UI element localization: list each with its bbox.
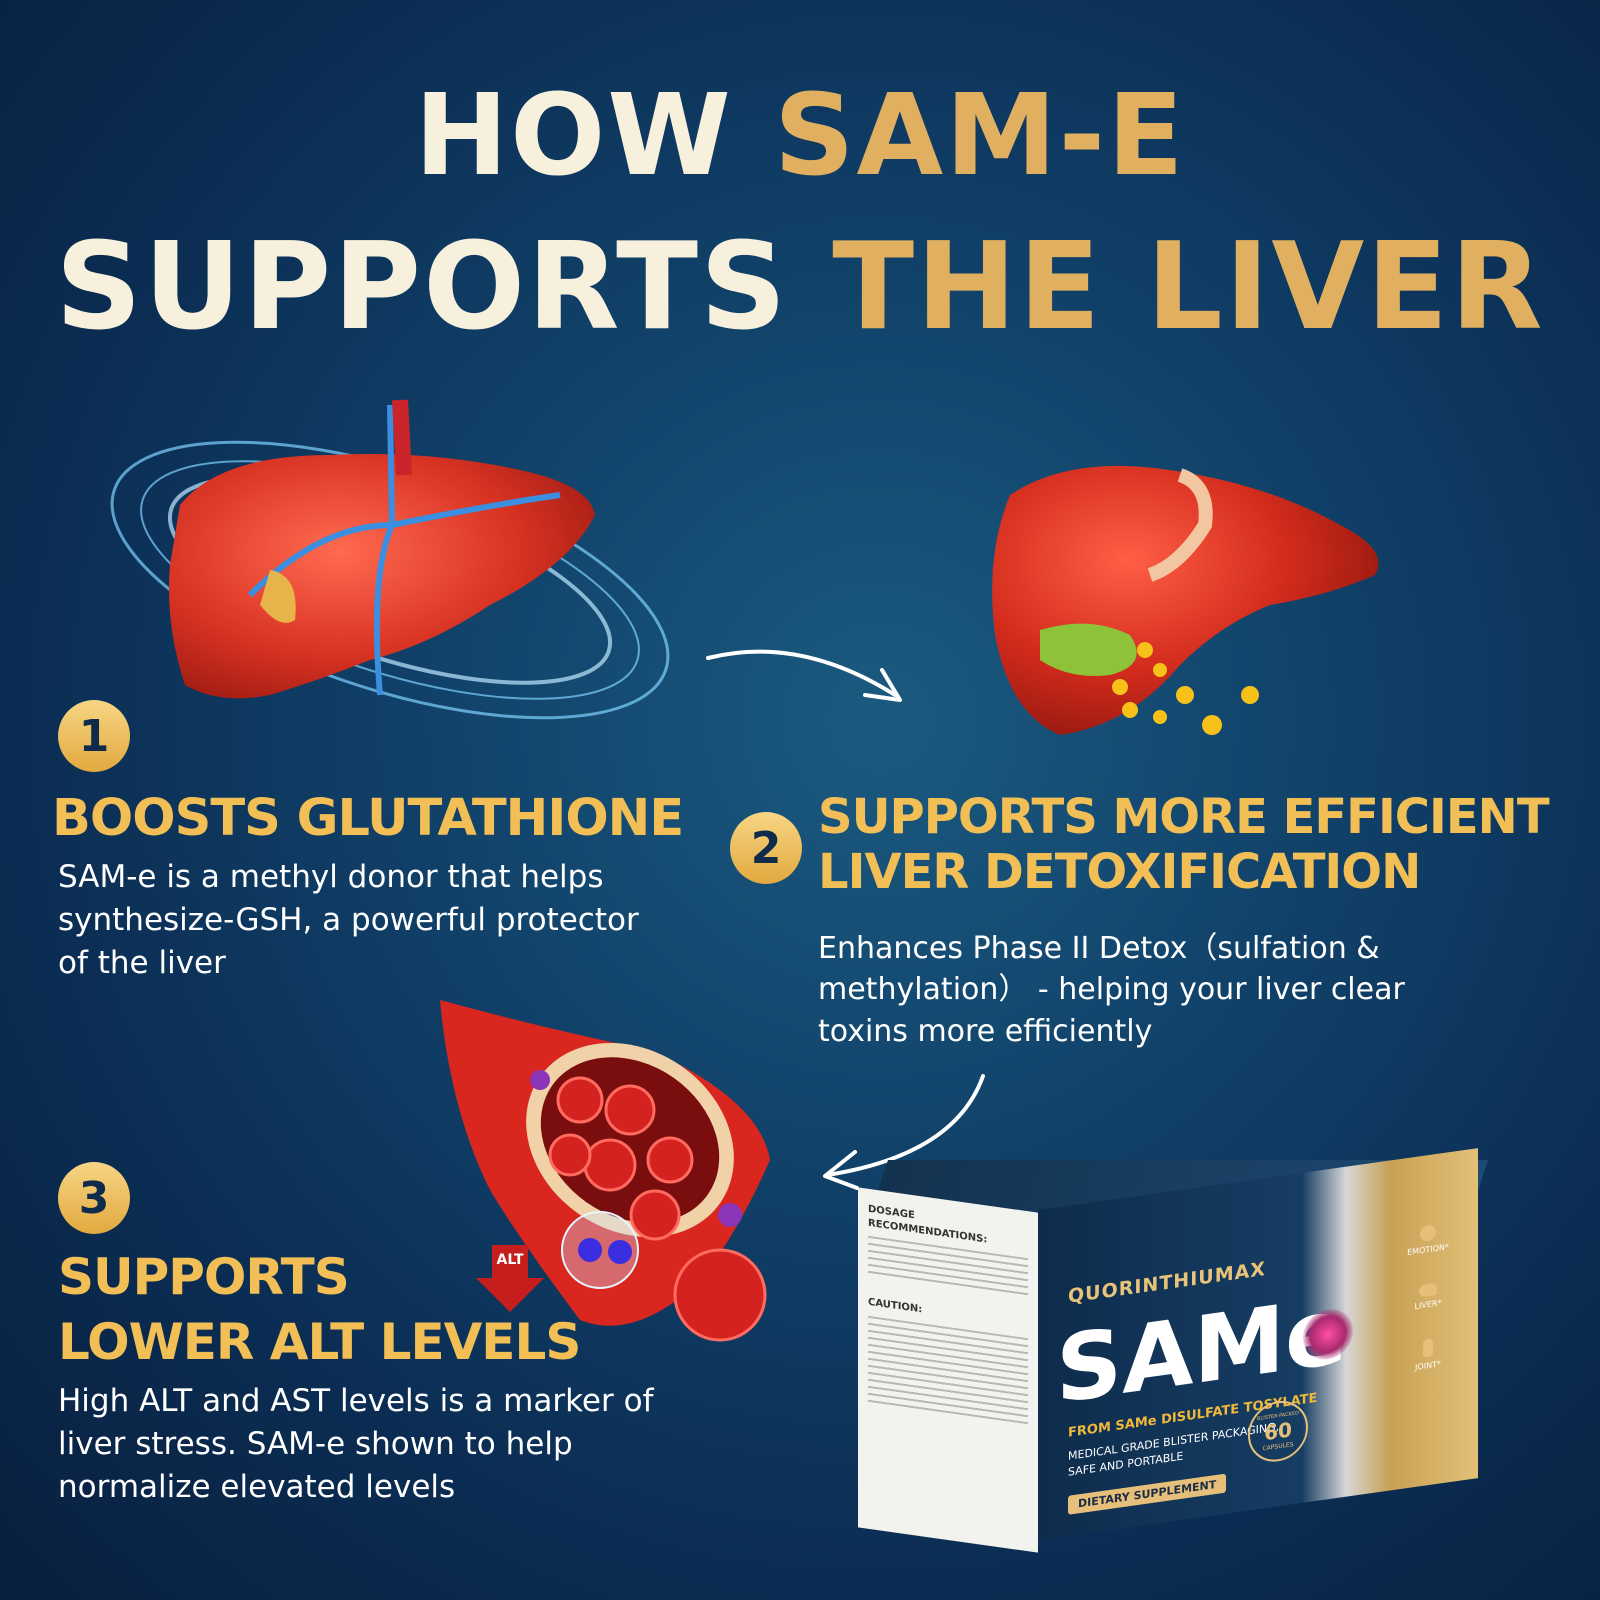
- benefit-1-heading: BOOSTS GLUTATHIONE: [52, 789, 684, 848]
- page-title-line-2: SUPPORTS THE LIVER: [0, 228, 1600, 348]
- blood-vessel-illustration: [440, 1000, 770, 1342]
- liver-glow-illustration: [110, 399, 670, 720]
- product-box-front: QUORINTHIUMAX SAMe FROM SAMe DISULFATE T…: [1038, 1148, 1478, 1540]
- benefit-3-number-badge: 3: [58, 1162, 130, 1234]
- product-side-icons: EMOTION* LIVER* JOINT*: [1393, 1220, 1463, 1375]
- flow-arrow-1: [706, 649, 902, 702]
- emotion-label: EMOTION*: [1407, 1242, 1449, 1258]
- flow-arrow-2: [823, 1074, 985, 1190]
- benefit-2-text: Enhances Phase II Detox（sulfation & meth…: [818, 931, 1405, 1049]
- benefit-3-heading-line-2: LOWER ALT LEVELS: [58, 1313, 581, 1371]
- dietary-supplement-badge: DIETARY SUPPLEMENT: [1068, 1473, 1227, 1515]
- title-word-the-liver: THE LIVER: [832, 218, 1545, 357]
- benefit-2-heading-line-2: LIVER DETOXIFICATION: [818, 844, 1421, 901]
- title-word-same: SAM-E: [773, 71, 1186, 201]
- product-box: DOSAGE RECOMMENDATIONS: CAUTION: QUORINT…: [850, 1148, 1490, 1553]
- benefit-2-heading: SUPPORTS MORE EFFICIENT LIVER DETOXIFICA…: [818, 789, 1550, 901]
- title-word-supports: SUPPORTS: [55, 218, 789, 357]
- liver-icon: [1419, 1282, 1437, 1298]
- benefit-3-heading-line-1: SUPPORTS: [58, 1248, 350, 1306]
- benefit-1-text: SAM-e is a methyl donor that helps synth…: [58, 859, 639, 981]
- caution-lines-graphic: [868, 1315, 1028, 1428]
- liver-label: LIVER*: [1414, 1298, 1442, 1312]
- title-word-how: HOW: [414, 71, 733, 201]
- benefit-3-heading: SUPPORTS LOWER ALT LEVELS: [58, 1245, 581, 1375]
- benefit-3-text: High ALT and AST levels is a marker of l…: [58, 1383, 654, 1505]
- benefit-2-number-badge: 2: [730, 812, 802, 884]
- benefit-2-heading-line-1: SUPPORTS MORE EFFICIENT: [818, 789, 1550, 845]
- alt-down-arrow-icon: [476, 1245, 544, 1312]
- liver-detox-illustration: [992, 465, 1379, 735]
- joint-label: JOINT*: [1415, 1359, 1441, 1373]
- alt-label: ALT: [496, 1252, 524, 1268]
- benefit-1-number-badge: 1: [58, 700, 130, 772]
- product-box-side-panel: DOSAGE RECOMMENDATIONS: CAUTION:: [858, 1187, 1038, 1553]
- emotion-icon: [1420, 1224, 1436, 1243]
- joint-icon: [1423, 1338, 1433, 1358]
- page-title-line-1: HOW SAM-E: [0, 80, 1600, 192]
